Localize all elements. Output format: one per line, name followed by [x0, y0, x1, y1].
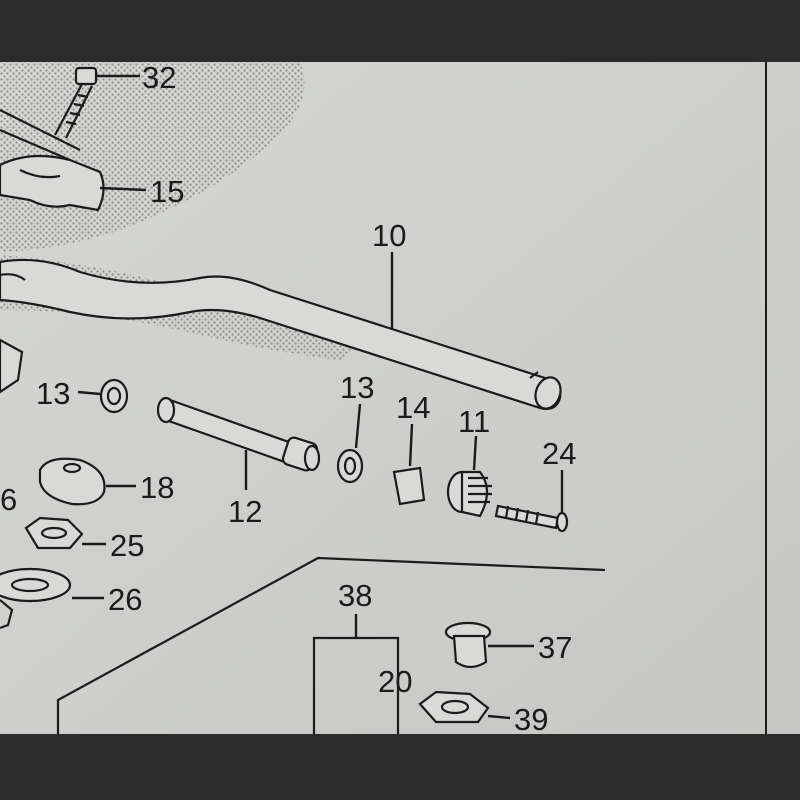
label-26: 26 [108, 582, 142, 617]
label-10: 10 [372, 218, 406, 253]
cap-18 [38, 457, 106, 506]
label-18: 18 [140, 470, 174, 505]
label-13-right: 13 [340, 370, 374, 405]
label-11: 11 [458, 404, 490, 439]
label-6: 6 [0, 482, 17, 517]
label-32: 32 [142, 60, 176, 95]
label-13-left: 13 [36, 376, 70, 411]
weight-11 [446, 470, 492, 518]
label-14: 14 [396, 390, 430, 425]
label-39: 39 [514, 702, 548, 737]
handlebar-10 [0, 258, 562, 410]
label-25: 25 [110, 528, 144, 563]
collar-13-left [99, 378, 129, 414]
holder-15 [0, 109, 105, 212]
label-24: 24 [542, 436, 576, 471]
clip-14 [392, 466, 426, 506]
section-divider-line [56, 556, 606, 734]
label-20: 20 [378, 664, 412, 699]
nut-39 [418, 690, 490, 724]
nut-25 [24, 516, 84, 550]
screw-24 [494, 504, 569, 533]
label-15: 15 [150, 174, 184, 209]
leader-lines [72, 74, 564, 720]
label-37: 37 [538, 630, 572, 665]
washer-26 [0, 567, 72, 630]
shaft-12 [156, 396, 321, 472]
collar-13-right [336, 448, 364, 484]
bracket-left [0, 338, 24, 394]
label-12: 12 [228, 494, 262, 529]
bushing-37 [444, 621, 492, 669]
label-38: 38 [338, 578, 372, 613]
